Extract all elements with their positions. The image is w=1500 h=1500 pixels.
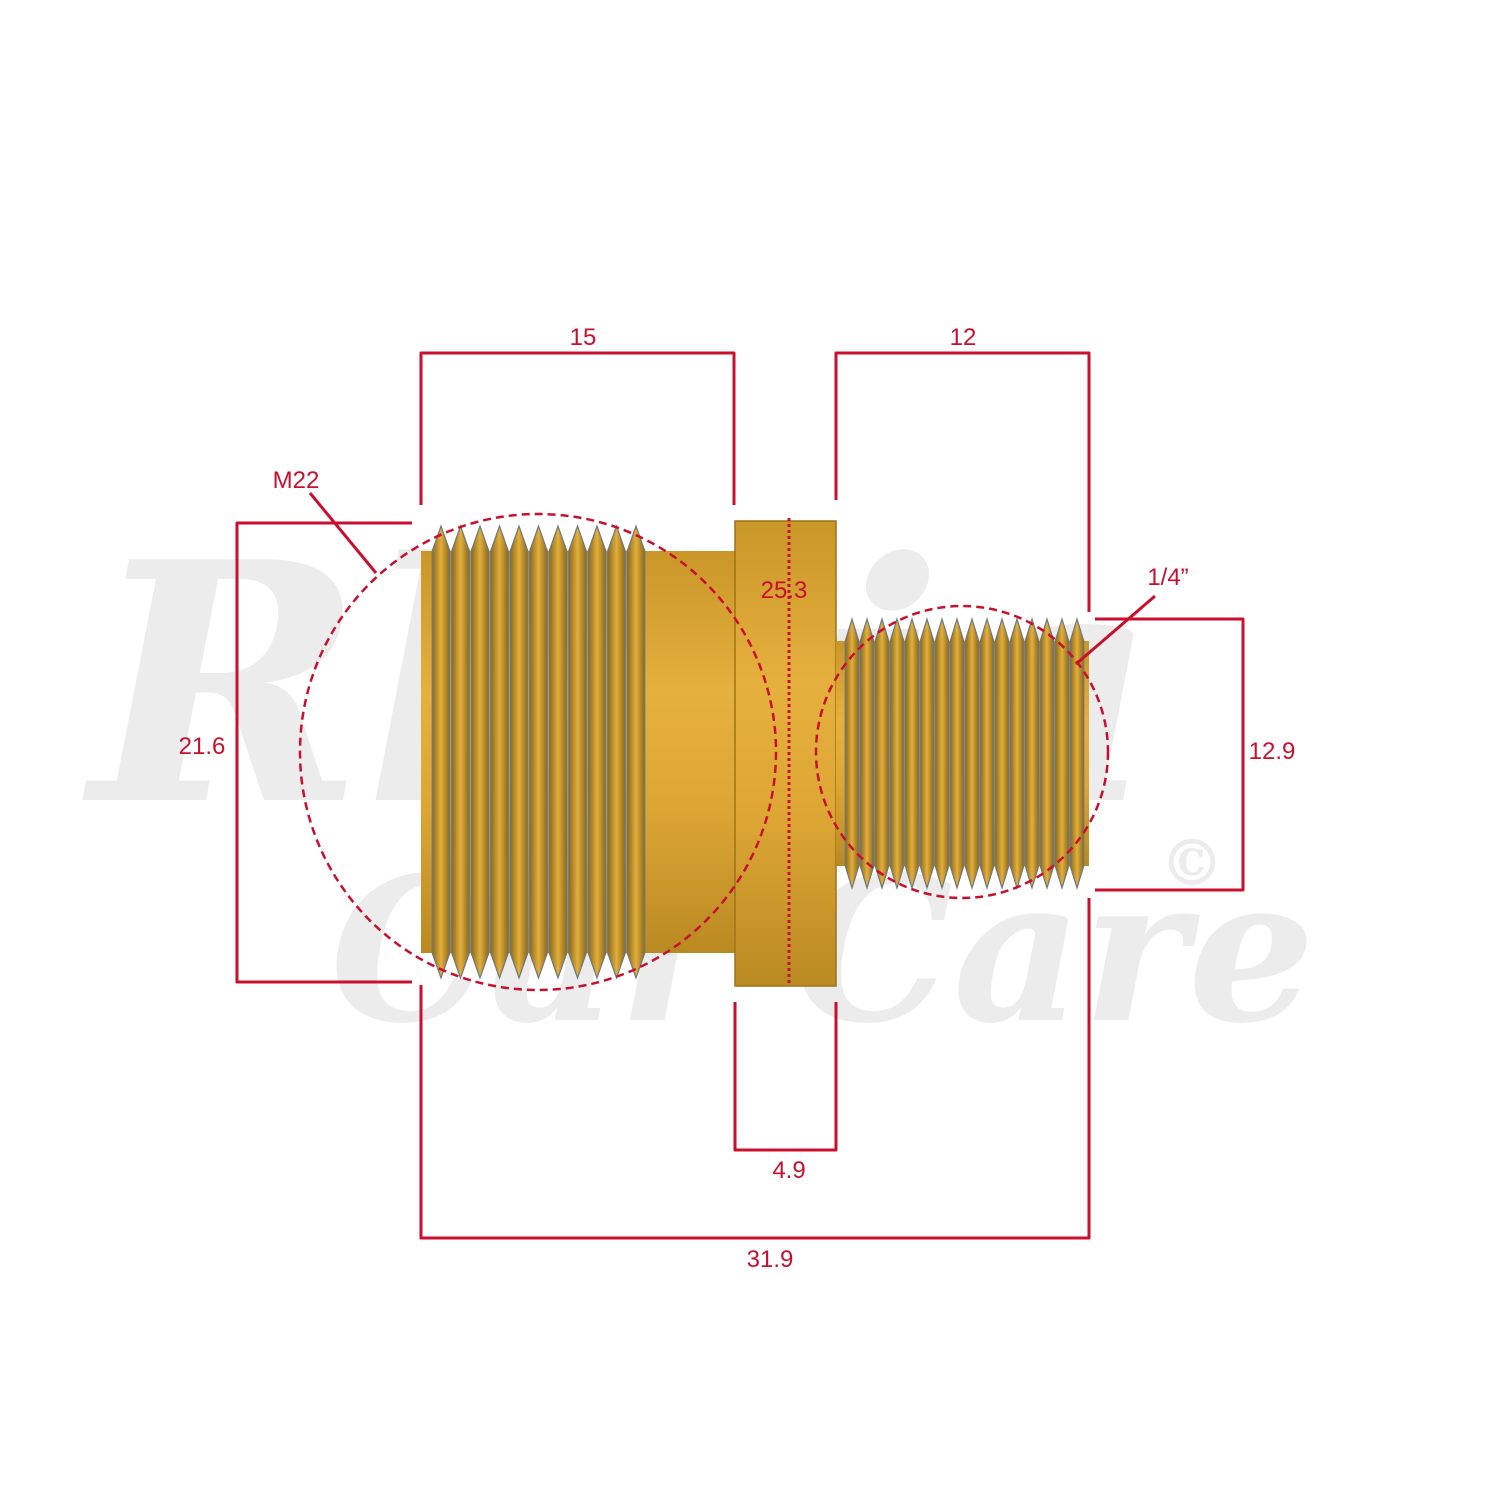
small-thread-tooth-13 (1024, 616, 1040, 891)
label-flange-width: 4.9 (772, 1157, 805, 1184)
label-overall-length: 31.9 (747, 1246, 794, 1273)
large-thread-section (421, 524, 735, 980)
large-thread-tooth-3 (470, 524, 490, 980)
dashed-callouts (298, 512, 1110, 992)
small-thread-tooth-3 (874, 616, 890, 891)
small-thread-tooth-10 (979, 616, 995, 891)
dim-bracket-small-diameter (1095, 617, 1245, 892)
label-small-thread-diameter: 12.9 (1249, 738, 1296, 765)
large-thread-teeth (431, 524, 646, 980)
small-thread-tooth-15 (1054, 616, 1070, 891)
small-thread-tooth-14 (1039, 616, 1055, 891)
label-large-thread-length: 15 (570, 324, 597, 351)
small-thread-tooth-1 (844, 616, 860, 891)
small-thread-section (836, 616, 1089, 891)
label-large-thread-diameter: 21.6 (179, 733, 226, 760)
dimension-labels: 15 12 21.6 25.3 12.9 4.9 31.9 M22 1/4” (179, 324, 1296, 1273)
dim-bracket-small-length (834, 351, 1091, 612)
small-thread-tooth-8 (949, 616, 965, 891)
small-thread-tooth-7 (934, 616, 950, 891)
small-thread-tooth-6 (919, 616, 935, 891)
small-thread-tooth-11 (994, 616, 1010, 891)
large-thread-tooth-5 (509, 524, 529, 980)
dimension-lines (235, 351, 1245, 1240)
large-thread-tooth-4 (490, 524, 509, 980)
dim-bracket-large-diameter (235, 521, 412, 984)
large-thread-tooth-6 (529, 524, 548, 980)
small-thread-tooth-2 (859, 616, 875, 891)
dim-bracket-flange-width (733, 1002, 838, 1152)
small-thread-tooth-5 (904, 616, 920, 891)
small-thread-tooth-12 (1009, 616, 1025, 891)
label-small-thread-length: 12 (950, 324, 977, 351)
small-thread-teeth (844, 616, 1085, 891)
small-thread-tooth-16 (1069, 616, 1085, 891)
leader-line-large-thread (308, 492, 378, 574)
leader-line-small-thread (1075, 594, 1156, 666)
large-thread-tooth-7 (548, 524, 568, 980)
large-thread-tooth-11 (626, 524, 646, 980)
large-thread-tooth-1 (431, 524, 451, 980)
large-thread-tooth-9 (587, 524, 607, 980)
callout-label-small-thread: 1/4” (1147, 564, 1188, 591)
small-thread-tooth-9 (964, 616, 980, 891)
callout-circle-large-thread (298, 512, 778, 992)
callout-label-large-thread: M22 (273, 467, 320, 494)
large-thread-tooth-8 (568, 524, 587, 980)
dim-bracket-large-length (419, 351, 736, 505)
large-thread-tooth-10 (607, 524, 626, 980)
brass-fitting (421, 520, 1089, 987)
large-thread-tooth-2 (451, 524, 470, 980)
small-thread-tooth-4 (889, 616, 905, 891)
label-hex-flange-across: 25.3 (761, 577, 808, 604)
callout-circle-small-thread (814, 604, 1110, 900)
dim-bracket-overall-length (419, 898, 1091, 1240)
